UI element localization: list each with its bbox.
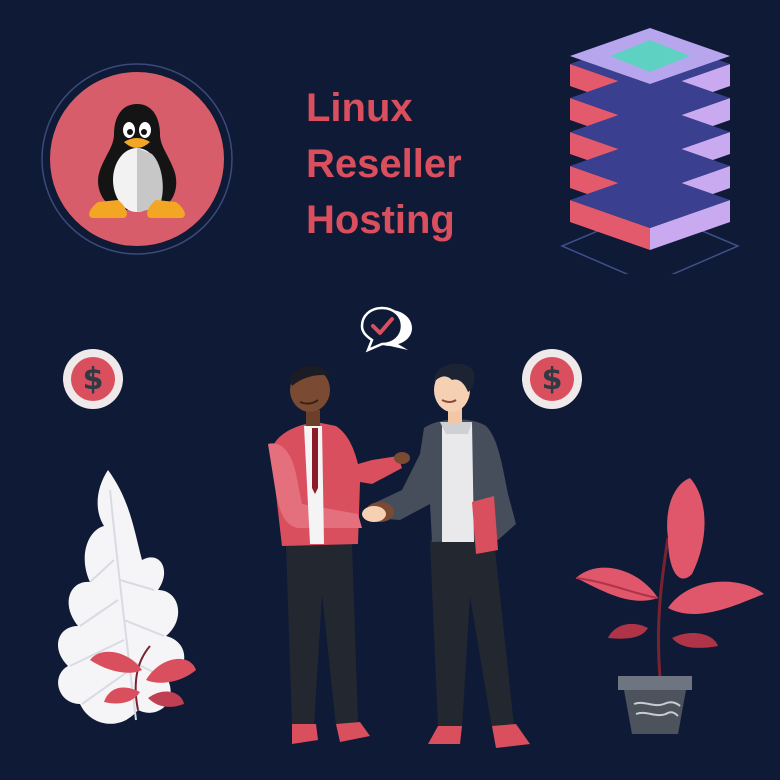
- dollar-symbol-left: $: [82, 361, 104, 397]
- server-layer-5: [570, 200, 650, 250]
- dollar-symbol-right: $: [541, 361, 563, 397]
- penguin-icon: [41, 63, 233, 255]
- dollar-coin-icon: $: [530, 357, 574, 401]
- server-screen: [610, 40, 690, 72]
- server-layer-5: [650, 200, 730, 250]
- server-stack-icon: [560, 28, 740, 285]
- white-leaf-plant: [50, 470, 200, 740]
- page-title: Linux Reseller Hosting: [306, 80, 526, 248]
- dollar-coin-icon: $: [71, 357, 115, 401]
- left-person: [268, 365, 402, 744]
- title-line-reseller: Reseller: [306, 142, 462, 186]
- title-line-linux: Linux: [306, 86, 413, 130]
- potted-plant: [568, 478, 768, 738]
- title-line-hosting: Hosting: [306, 198, 455, 242]
- server-layer-5: [570, 172, 730, 228]
- handshake-people: [262, 363, 532, 756]
- chat-check-icon: [360, 304, 420, 354]
- dollar-coin-right: $: [522, 349, 582, 409]
- server-stack: [555, 14, 745, 285]
- right-person: [368, 363, 530, 748]
- server-layer-4: [570, 138, 730, 194]
- server-layer-2: [570, 70, 730, 126]
- tux-badge: [40, 62, 234, 256]
- server-layer-3: [570, 104, 730, 160]
- dollar-coin-left: $: [63, 349, 123, 409]
